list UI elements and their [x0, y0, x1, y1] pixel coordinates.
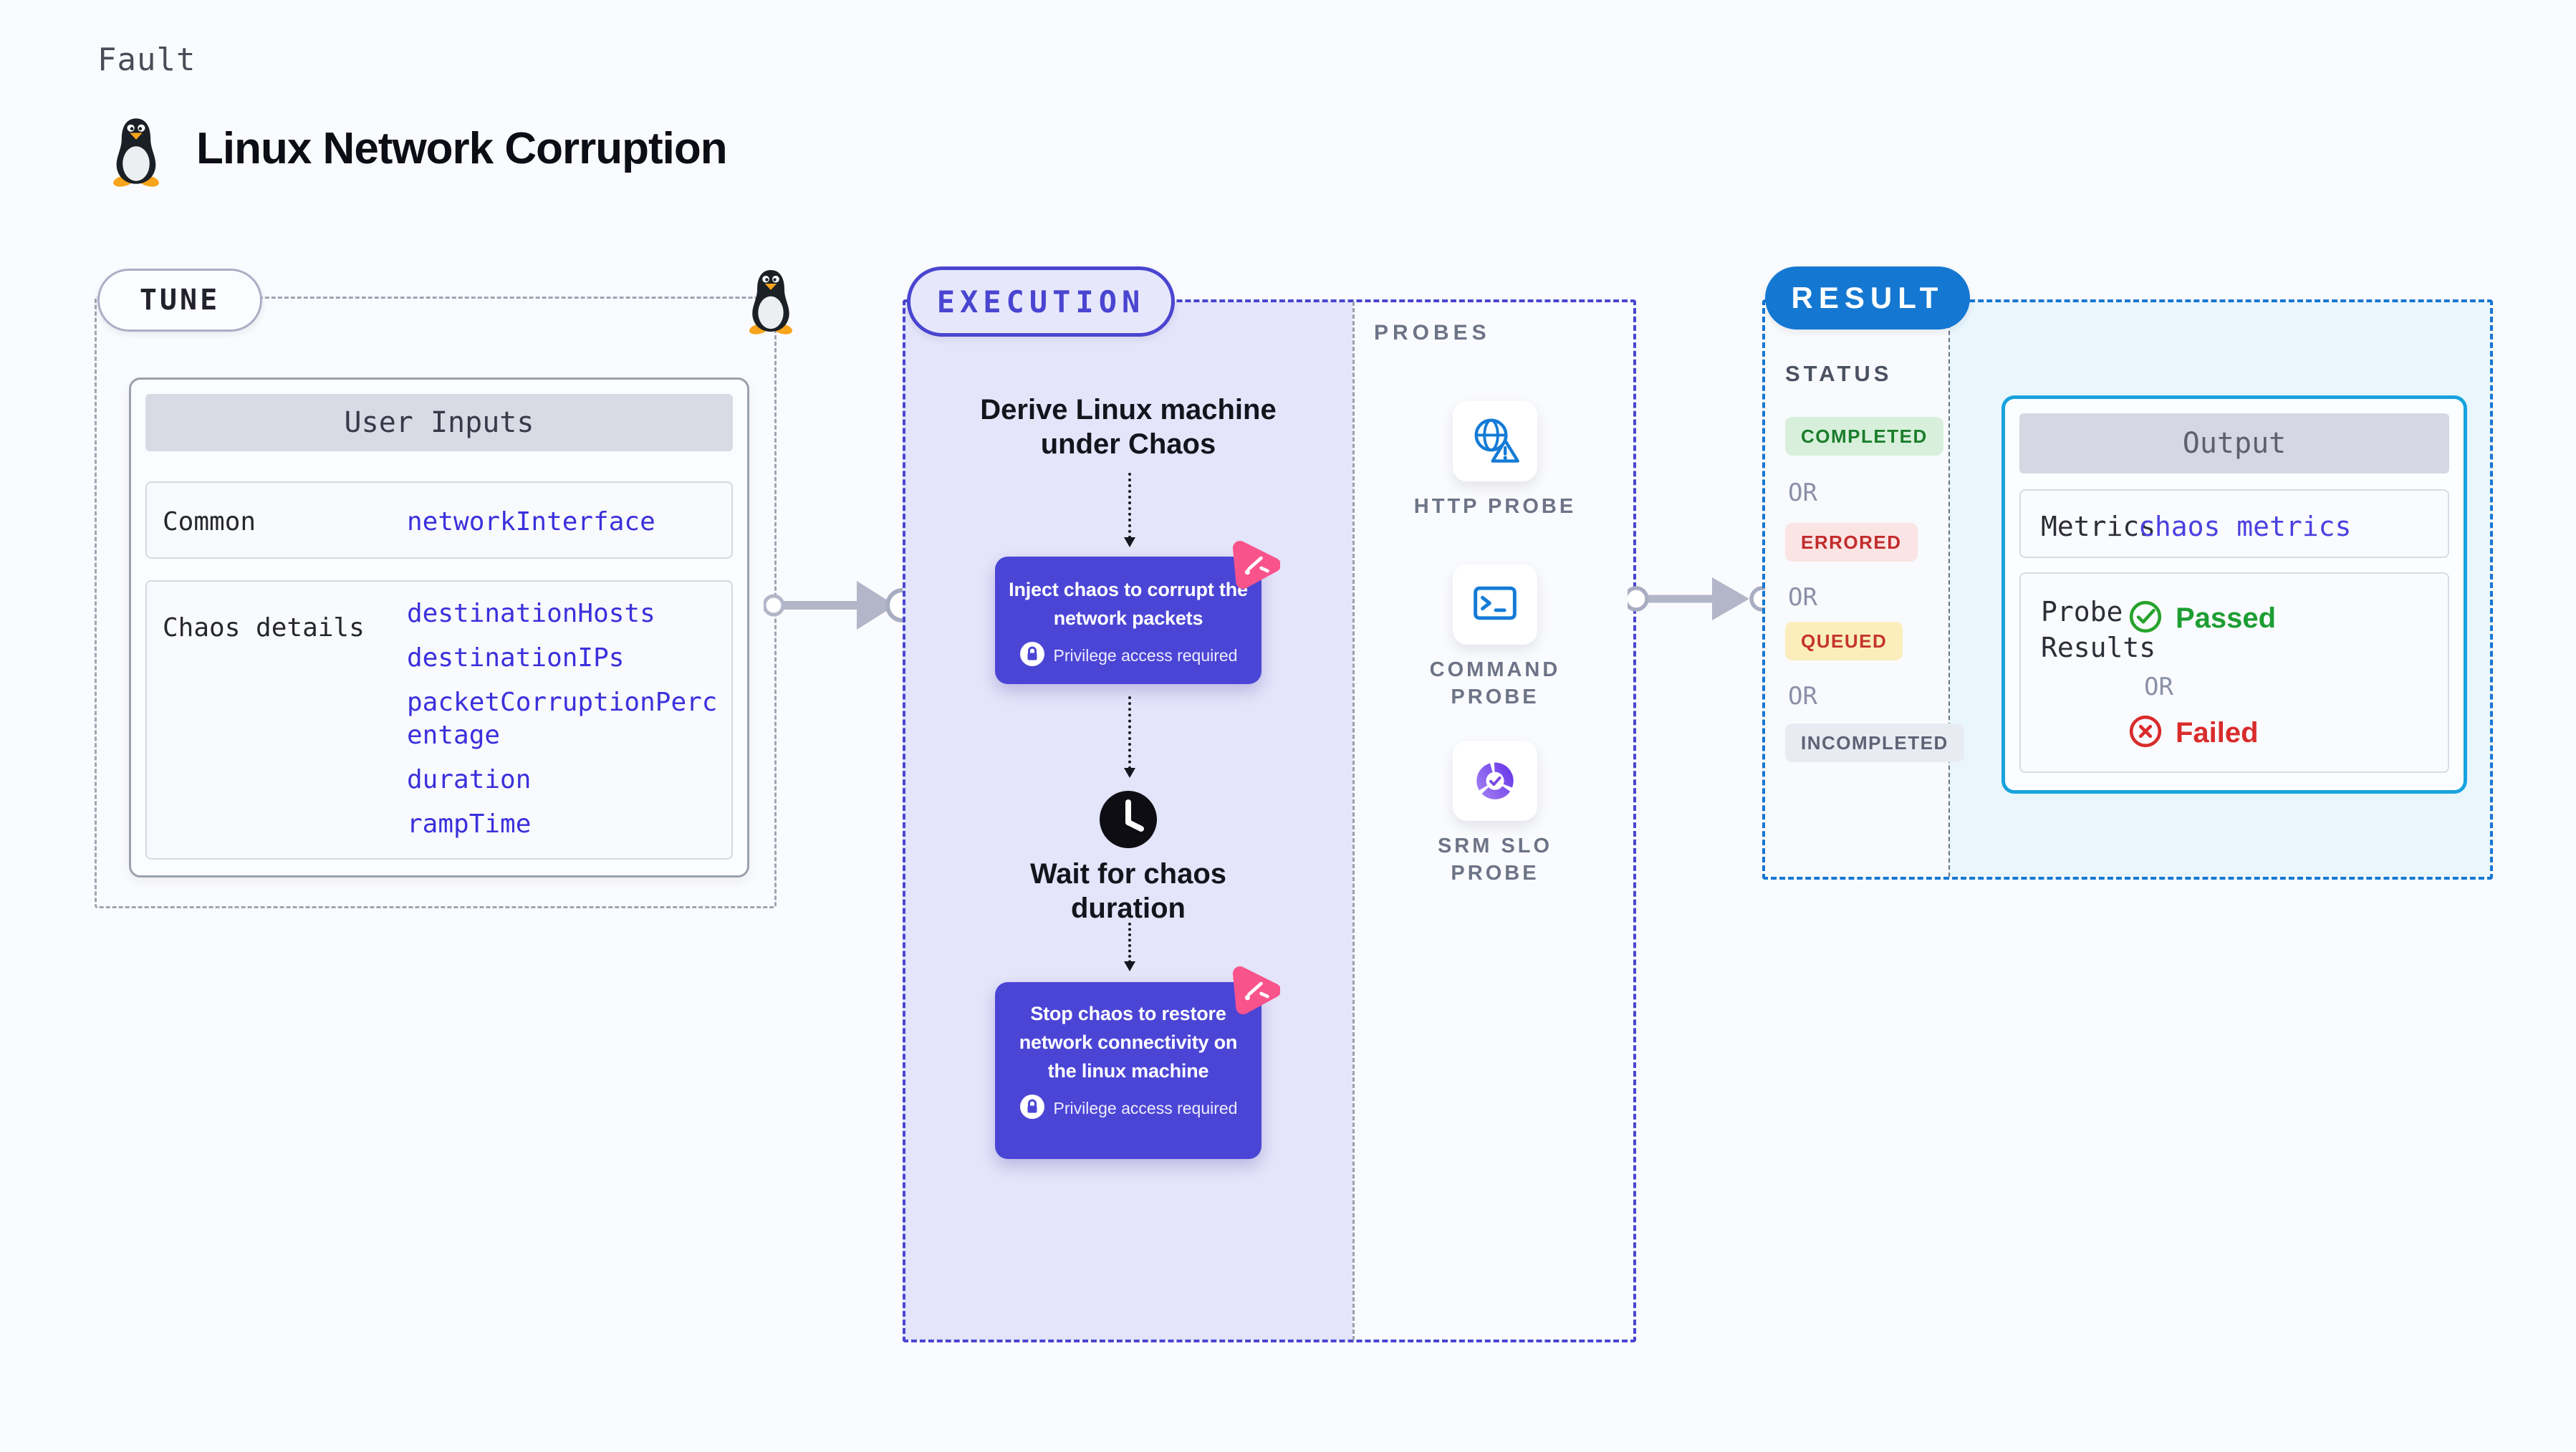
probe-results-row: Probe Results Passed OR F [2019, 572, 2449, 773]
flow-arrow-down-icon [1124, 473, 1135, 547]
metrics-value: chaos metrics [2138, 511, 2352, 542]
or-label: OR [2144, 673, 2173, 701]
user-inputs-card: User Inputs Common networkInterface Chao… [129, 378, 749, 878]
input-row-chaos-details: Chaos details destinationHosts destinati… [145, 580, 733, 860]
check-circle-icon [2128, 600, 2163, 638]
flow-arrow-down-icon [1124, 696, 1135, 778]
metrics-label: Metrics [2041, 511, 2156, 542]
input-value: destinationIPs [407, 643, 625, 673]
command-probe-label: COMMAND PROBE [1429, 658, 1561, 708]
result-container [1762, 299, 2493, 880]
x-circle-icon [2128, 714, 2163, 752]
failed-label: Failed [2176, 717, 2259, 749]
status-badge-errored: ERRORED [1785, 523, 1918, 562]
chaos-spark-icon [1227, 537, 1282, 590]
step-derive-machine: Derive Linux machine under Chaos [980, 394, 1277, 460]
or-label: OR [1788, 583, 1817, 612]
input-row-label: Chaos details [163, 613, 365, 643]
tux-penguin-icon [741, 266, 800, 335]
http-probe-label: HTTP PROBE [1413, 495, 1577, 518]
input-row-label: Common [163, 507, 256, 537]
result-separator [1948, 302, 1950, 877]
input-value: rampTime [407, 809, 532, 839]
terminal-icon [1470, 578, 1520, 632]
step-text: Stop chaos to restore network connectivi… [1019, 1003, 1238, 1082]
execution-probes-separator [1352, 302, 1355, 1340]
input-value: destinationHosts [407, 599, 655, 628]
step-stop-chaos: Stop chaos to restore network connectivi… [995, 966, 1282, 1159]
globe-alert-icon [1470, 415, 1520, 468]
http-probe-card [1453, 401, 1537, 481]
status-label: STATUS [1785, 361, 1893, 386]
or-label: OR [1788, 479, 1817, 507]
or-label: OR [1788, 682, 1817, 711]
tux-penguin-icon [105, 115, 168, 188]
chaos-spark-icon [1227, 962, 1282, 1015]
fault-eyebrow: Fault [97, 42, 196, 78]
lock-icon [1019, 1094, 1045, 1123]
page-title: Linux Network Corruption [196, 124, 728, 173]
probes-to-result-arrow [1623, 570, 1775, 631]
tune-to-execution-arrow [762, 572, 921, 642]
step-inject-chaos: Inject chaos to corrupt the network pack… [995, 541, 1282, 684]
privilege-note: Privilege access required [1053, 1099, 1238, 1117]
input-value: networkInterface [407, 507, 655, 537]
input-value: duration [407, 765, 532, 794]
status-badge-queued: QUEUED [1785, 622, 1903, 660]
step-wait-duration: Wait for chaos duration [1029, 858, 1227, 924]
step-text: Inject chaos to corrupt the network pack… [1009, 579, 1248, 629]
slo-donut-icon [1470, 754, 1520, 808]
input-value: packetCorruptionPercentage [407, 688, 718, 750]
probes-label: PROBES [1374, 321, 1491, 345]
output-card: Output Metrics chaos metrics Probe Resul… [2001, 395, 2467, 794]
tune-badge: TUNE [97, 269, 262, 332]
passed-result: Passed [2128, 600, 2276, 638]
clock-icon [1097, 788, 1160, 851]
command-probe-card [1453, 564, 1537, 645]
privilege-note: Privilege access required [1053, 646, 1238, 665]
status-badge-incompleted: INCOMPLETED [1785, 723, 1964, 762]
result-status-zone [1765, 302, 1948, 877]
user-inputs-header: User Inputs [145, 394, 733, 451]
status-badge-completed: COMPLETED [1785, 417, 1943, 456]
srm-slo-probe-label: SRM SLO PROBE [1437, 835, 1553, 885]
input-row-common: Common networkInterface [145, 481, 733, 559]
lock-icon [1019, 641, 1045, 670]
result-badge: RESULT [1765, 266, 1970, 330]
output-header: Output [2019, 413, 2449, 473]
execution-probes-container [903, 299, 1636, 1342]
metrics-row: Metrics chaos metrics [2019, 489, 2449, 558]
srm-slo-probe-card [1453, 741, 1537, 821]
probe-results-label: Probe Results [2041, 596, 2156, 663]
execution-badge: EXECUTION [907, 266, 1175, 337]
failed-result: Failed [2128, 714, 2259, 752]
flow-arrow-down-icon [1124, 923, 1135, 971]
passed-label: Passed [2176, 602, 2277, 634]
